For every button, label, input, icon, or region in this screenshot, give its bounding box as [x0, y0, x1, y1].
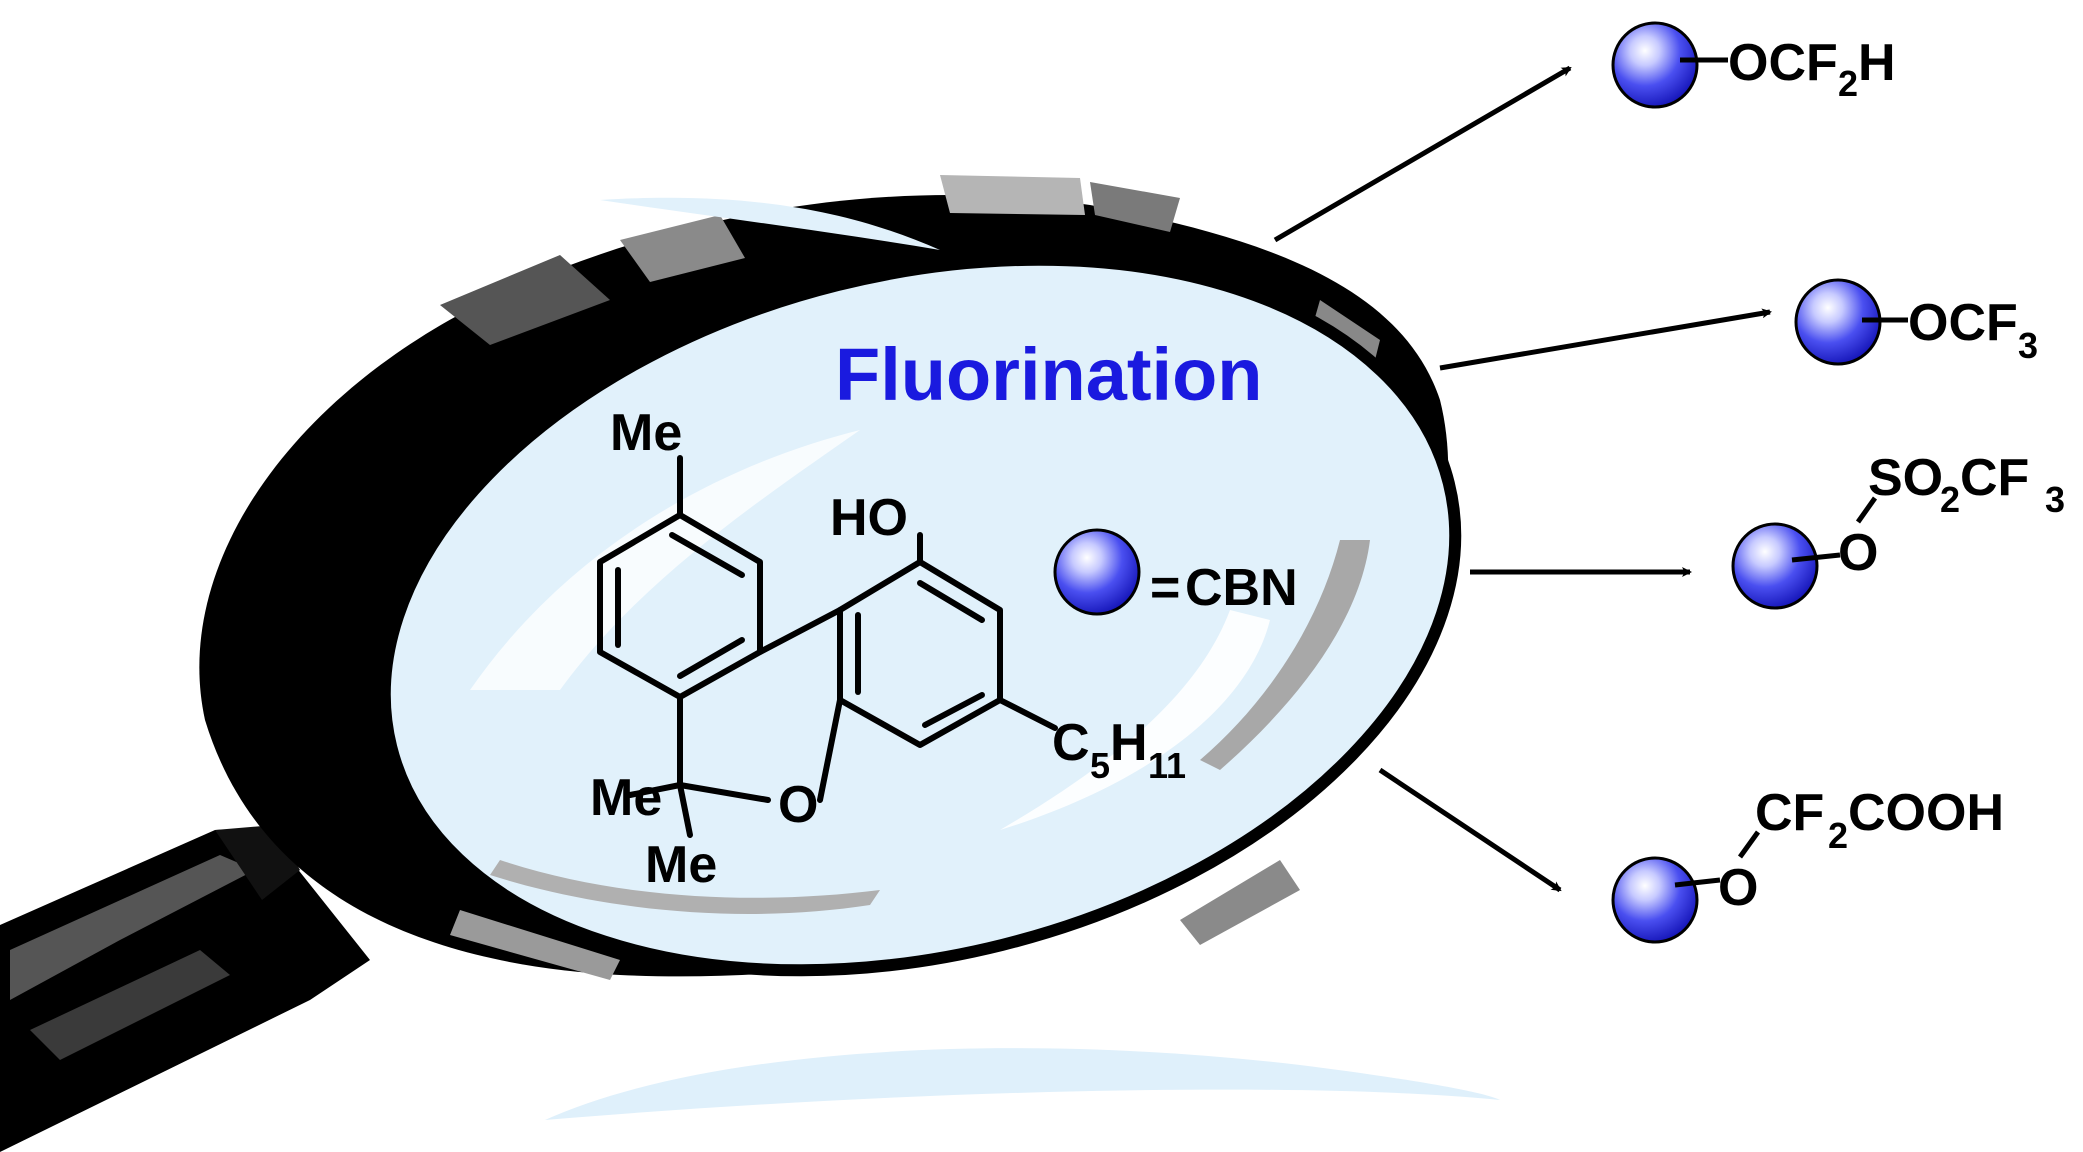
legend-eq: =	[1150, 559, 1180, 617]
hydroxyl: HO	[830, 489, 908, 547]
sphere-icon	[1611, 856, 1699, 944]
methyl-top: Me	[610, 404, 682, 462]
cbn-legend: = CBN	[1053, 528, 1298, 617]
arrows	[1273, 65, 1772, 893]
gem-methyl-1: Me	[590, 769, 662, 827]
sphere-icon	[1611, 21, 1699, 109]
svg-text:OCF: OCF	[1908, 294, 2018, 352]
product-difluoroacetic: O CF 2 COOH	[1611, 784, 2004, 944]
svg-text:3: 3	[2045, 479, 2065, 520]
product-ocf3: OCF 3	[1794, 278, 2038, 366]
title: Fluorination	[835, 333, 1263, 416]
arrow-icon	[1439, 308, 1772, 371]
product-ocf2h: OCF 2 H	[1611, 21, 1896, 109]
handle	[0, 825, 370, 1152]
svg-text:CF: CF	[1755, 784, 1824, 842]
svg-text:3: 3	[2018, 325, 2038, 366]
svg-text:O: O	[1718, 859, 1758, 917]
svg-text:CF: CF	[1960, 449, 2029, 507]
svg-text:2: 2	[1940, 479, 1960, 520]
svg-text:OCF: OCF	[1728, 34, 1838, 92]
svg-text:5: 5	[1090, 745, 1110, 786]
sphere-icon	[1731, 522, 1819, 610]
svg-text:11: 11	[1148, 745, 1186, 786]
legend-label: CBN	[1185, 559, 1298, 617]
svg-text:C: C	[1052, 714, 1090, 772]
svg-text:2: 2	[1838, 63, 1858, 104]
svg-text:SO: SO	[1868, 449, 1943, 507]
pentyl-group: C 5 H 11	[1052, 714, 1186, 786]
sphere-icon	[1053, 528, 1141, 616]
product-triflate: O SO 2 CF 3	[1731, 449, 2065, 610]
svg-text:2: 2	[1828, 815, 1848, 856]
gem-methyl-2: Me	[645, 836, 717, 894]
arrow-icon	[1273, 65, 1572, 243]
svg-text:COOH: COOH	[1848, 784, 2004, 842]
ring-oxygen: O	[778, 776, 818, 834]
magnifying-glass-icon	[0, 175, 1500, 1152]
cbn-structure	[597, 455, 1058, 838]
svg-text:H: H	[1858, 34, 1896, 92]
svg-text:H: H	[1110, 714, 1148, 772]
arrow-icon	[1378, 767, 1562, 893]
svg-text:O: O	[1838, 524, 1878, 582]
